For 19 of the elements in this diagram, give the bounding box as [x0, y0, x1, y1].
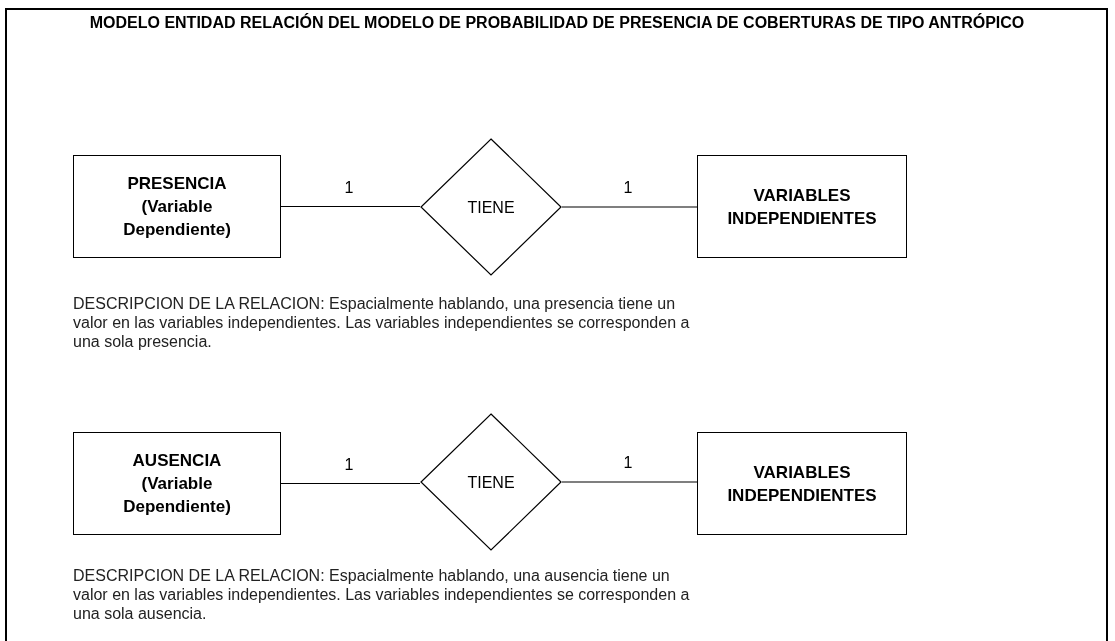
relationship-diamond — [420, 413, 562, 551]
connector-line — [280, 205, 421, 208]
relationship-description: DESCRIPCION DE LA RELACION: Espacialmente hablando, una ausencia tiene un valor en las variables independientes. Las variables independientes se corresponden a una sola ausencia. — [73, 566, 691, 623]
entity-box — [73, 155, 281, 258]
entity-label: PRESENCIA (Variable Dependiente) — [122, 173, 232, 241]
relationship-diamond — [420, 138, 562, 276]
connector-line — [561, 481, 698, 483]
entity-box — [697, 155, 907, 258]
entity-label: VARIABLES INDEPENDIENTES — [727, 461, 877, 507]
entity-label: TIENE — [467, 472, 515, 493]
entity-box — [73, 432, 281, 535]
connector-line — [280, 482, 421, 485]
entity-box — [697, 432, 907, 535]
relationship-description: DESCRIPCION DE LA RELACION: Espacialmente hablando, una presencia tiene un valor en las variables independientes. Las variables independientes se corresponden a una sola presencia. — [73, 294, 691, 351]
entity-label: AUSENCIA (Variable Dependiente) — [122, 450, 232, 518]
entity-label: VARIABLES INDEPENDIENTES — [727, 184, 877, 230]
diagram-title: MODELO ENTIDAD RELACIÓN DEL MODELO DE PROBABILIDAD DE PRESENCIA DE COBERTURAS DE TIPO ANTRÓPICO — [88, 12, 1026, 33]
connector-line — [561, 206, 698, 208]
entity-label: TIENE — [467, 197, 515, 218]
